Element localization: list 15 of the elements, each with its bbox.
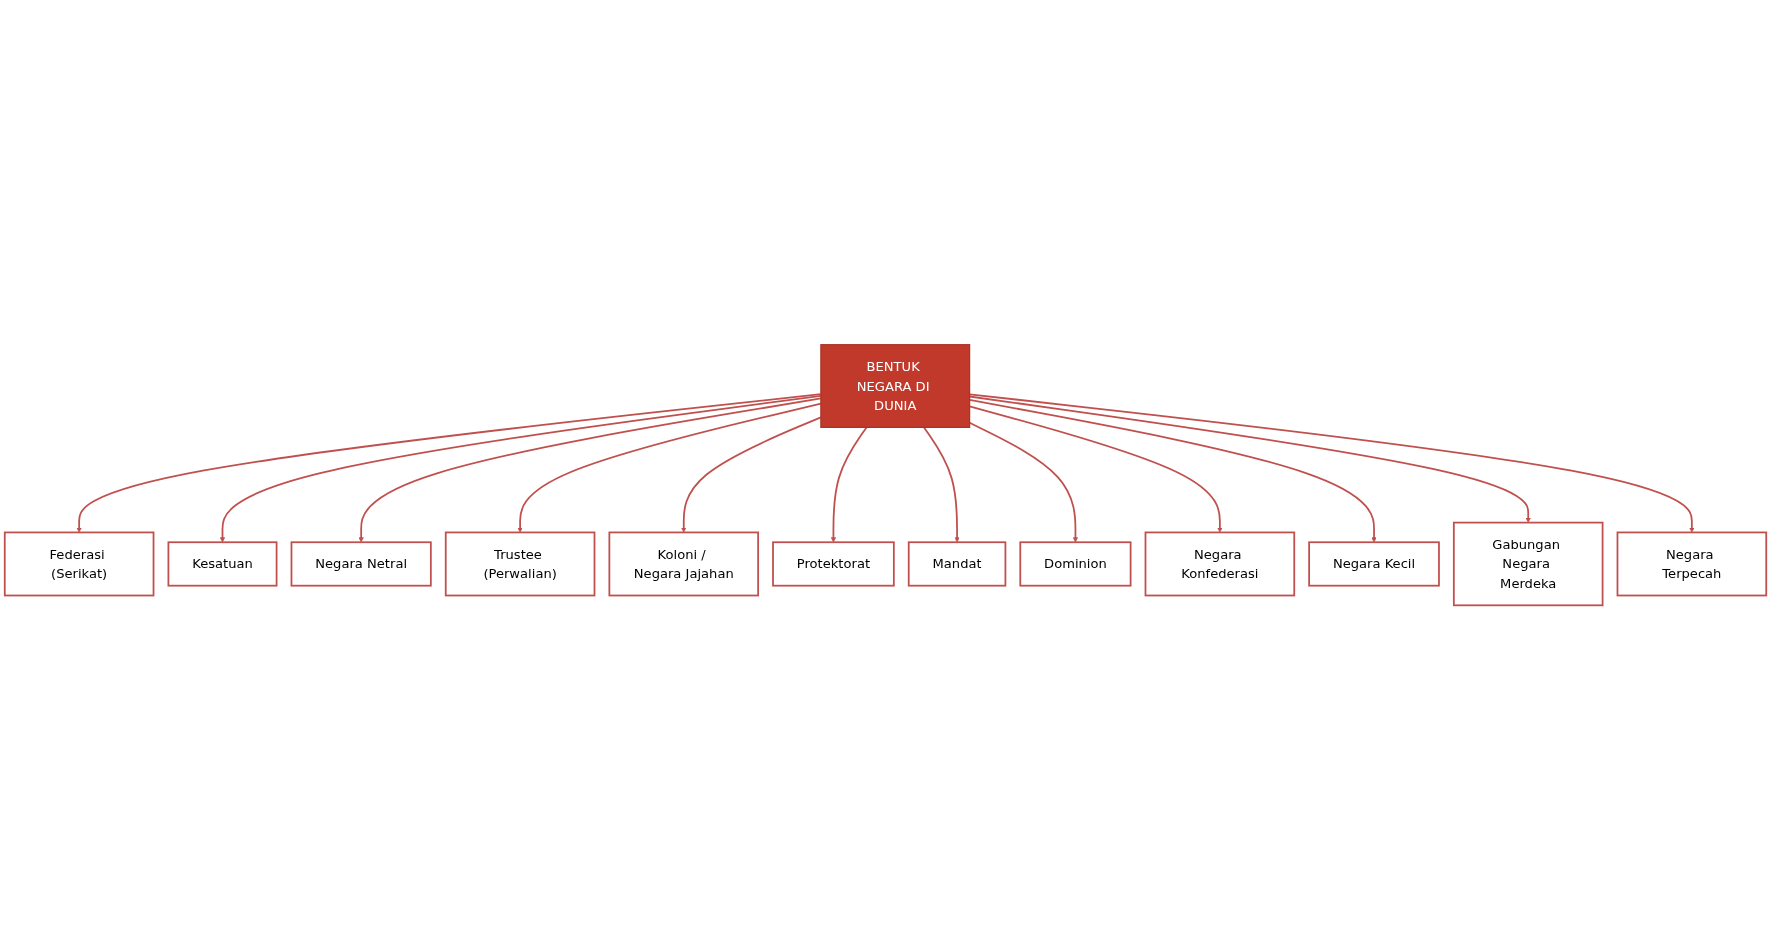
node-box: Negara Netral: [290, 541, 432, 587]
node-box: Gabungan Negara Merdeka: [1452, 521, 1604, 607]
node-box: Trustee (Perwalian): [444, 531, 596, 597]
node-box: Federasi (Serikat): [3, 531, 155, 597]
node-box: Koloni / Negara Jajahan: [608, 531, 760, 597]
node-box: Kesatuan: [167, 541, 278, 587]
node-box: Mandat: [907, 541, 1007, 587]
arrow: [830, 426, 868, 543]
arrow: [923, 426, 960, 543]
node-box: Protektorat: [772, 541, 895, 587]
node-box: Negara Konfederasi: [1144, 531, 1296, 597]
node-box: BENTUK NEGARA DI DUNIA: [820, 344, 971, 428]
node-box: Negara Kecil: [1308, 541, 1440, 587]
node-box: Dominion: [1019, 541, 1132, 587]
node-box: Negara Terpecah: [1616, 531, 1768, 597]
